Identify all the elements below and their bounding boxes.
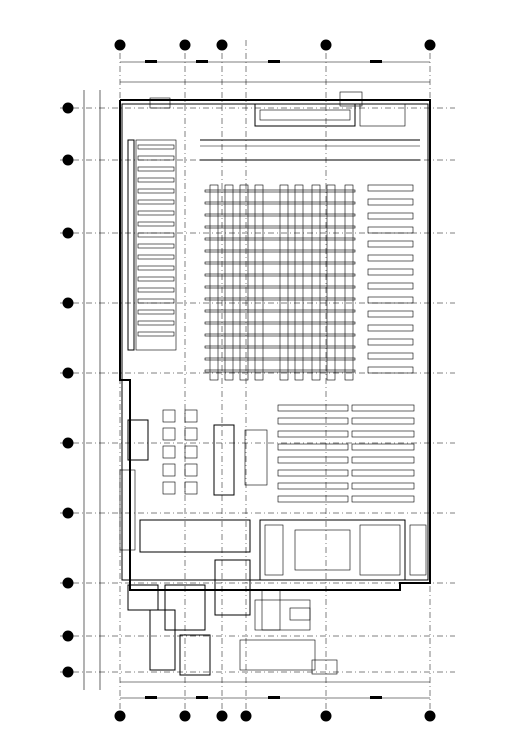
shelf-row: [137, 331, 175, 337]
deli-counter: [127, 419, 149, 461]
shelf-row: [367, 184, 414, 192]
cooler-row: [351, 404, 415, 412]
left-wall-shelving: [127, 139, 177, 351]
checkout-zone: [139, 519, 427, 581]
cooler-row: [351, 482, 415, 490]
produce-bin: [162, 409, 176, 423]
shelf-divider: [204, 309, 356, 313]
shelf-row: [367, 282, 414, 290]
produce-bin: [184, 409, 198, 423]
shelf-row: [137, 155, 175, 161]
cooler-row: [351, 430, 415, 438]
cooler-row: [277, 404, 349, 412]
produce-bin: [162, 463, 176, 477]
vertical-grid-lines: [119, 40, 431, 720]
shelf-divider: [204, 369, 356, 373]
shelf-divider: [204, 357, 356, 361]
gondola: [254, 184, 264, 381]
shelf-row: [137, 221, 175, 227]
gondola: [209, 184, 219, 381]
lower-detail-blocks: [127, 404, 415, 503]
shelf-divider: [204, 273, 356, 277]
cooler-row: [277, 495, 349, 503]
shelf-row: [367, 338, 414, 346]
produce-bin: [162, 427, 176, 441]
shelf-row: [137, 188, 175, 194]
shelf-divider: [204, 333, 356, 337]
shelf-row: [367, 240, 414, 248]
cooler-row: [277, 469, 349, 477]
shelf-row: [137, 144, 175, 150]
produce-bin: [184, 481, 198, 495]
shelf-divider: [204, 285, 356, 289]
shelf-divider: [204, 225, 356, 229]
shelf-row: [367, 310, 414, 318]
cooler-row: [277, 443, 349, 451]
shelf-divider: [204, 297, 356, 301]
shelf-row: [137, 210, 175, 216]
island-counter: [213, 424, 235, 496]
cooler-row: [277, 430, 349, 438]
produce-bin: [184, 445, 198, 459]
shelf-divider: [204, 213, 356, 217]
shelf-row: [137, 276, 175, 282]
entrance-stairs: [119, 469, 136, 551]
shelf-row: [367, 226, 414, 234]
shelf-row: [367, 296, 414, 304]
cooler-row: [351, 495, 415, 503]
shelf-row: [367, 268, 414, 276]
gondola: [224, 184, 234, 381]
gondola: [326, 184, 336, 381]
shelf-divider: [204, 237, 356, 241]
loading-area: [127, 559, 338, 676]
shelving-aisles: [137, 144, 414, 381]
shelf-divider: [204, 321, 356, 325]
produce-bin: [184, 463, 198, 477]
shelf-row: [367, 198, 414, 206]
gondola: [294, 184, 304, 381]
shelf-row: [367, 254, 414, 262]
shelf-divider: [204, 345, 356, 349]
gondola: [311, 184, 321, 381]
shelf-row: [137, 287, 175, 293]
cooler-row: [277, 417, 349, 425]
dimension-lines: [83, 60, 430, 699]
shelf-row: [367, 212, 414, 220]
bottom-grid-bubbles: [114, 710, 436, 722]
shelf-divider: [204, 249, 356, 253]
shelf-divider: [204, 261, 356, 265]
shelf-divider: [204, 201, 356, 205]
cooler-row: [351, 456, 415, 464]
shelf-row: [137, 243, 175, 249]
back-of-house-strip: [149, 91, 420, 161]
shelf-row: [137, 254, 175, 260]
cooler-row: [351, 417, 415, 425]
gondola: [279, 184, 289, 381]
produce-bin: [184, 427, 198, 441]
top-grid-bubbles: [114, 39, 436, 51]
shelf-row: [137, 309, 175, 315]
shelf-row: [367, 352, 414, 360]
shelf-row: [137, 298, 175, 304]
shelf-row: [367, 366, 414, 374]
shelf-row: [367, 324, 414, 332]
shelf-row: [137, 177, 175, 183]
cooler-row: [351, 443, 415, 451]
shelf-row: [137, 320, 175, 326]
shelf-row: [137, 265, 175, 271]
left-grid-bubbles: [62, 102, 74, 678]
gondola: [344, 184, 354, 381]
shelf-row: [137, 199, 175, 205]
island-counter: [244, 429, 268, 486]
shelf-divider: [204, 189, 356, 193]
produce-bin: [162, 481, 176, 495]
cooler-row: [277, 482, 349, 490]
shelf-row: [137, 232, 175, 238]
gondola: [239, 184, 249, 381]
shelf-row: [137, 166, 175, 172]
cooler-row: [277, 456, 349, 464]
cooler-row: [351, 469, 415, 477]
produce-bin: [162, 445, 176, 459]
